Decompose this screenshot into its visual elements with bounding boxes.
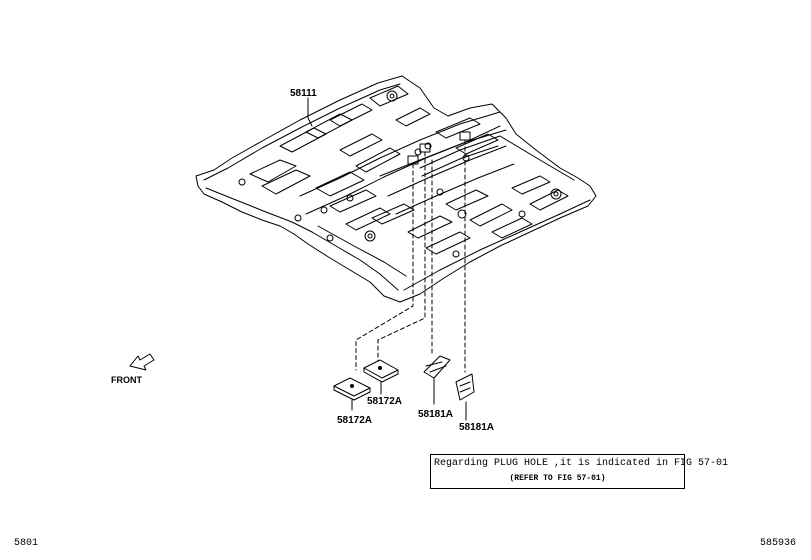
label-58172a-left: 58172A — [337, 415, 373, 426]
footer-right-code: 585936 — [760, 538, 797, 549]
note-box: Regarding PLUG HOLE ,it is indicated in … — [430, 454, 728, 489]
floor-pan-panel — [195, 75, 597, 303]
plug-58172a-right-part — [363, 359, 399, 395]
plug-58181a-right-part — [455, 373, 475, 421]
dashed-leader-lines — [355, 139, 466, 373]
label-58111: 58111 — [290, 88, 317, 99]
note-reference: (REFER TO FIG 57-01) — [509, 474, 606, 483]
label-58181a-left: 58181A — [418, 409, 454, 420]
footer-left-code: 5801 — [14, 538, 39, 549]
leader-line-58111 — [307, 97, 313, 127]
note-text: Regarding PLUG HOLE ,it is indicated in … — [434, 458, 729, 469]
plug-58181a-left-part — [423, 355, 451, 405]
plug-58172a-left-part — [333, 377, 371, 411]
front-arrow-icon — [129, 353, 155, 371]
front-label: FRONT — [111, 375, 142, 385]
label-58172a-right: 58172A — [367, 396, 403, 407]
label-58181a-right: 58181A — [459, 422, 495, 433]
